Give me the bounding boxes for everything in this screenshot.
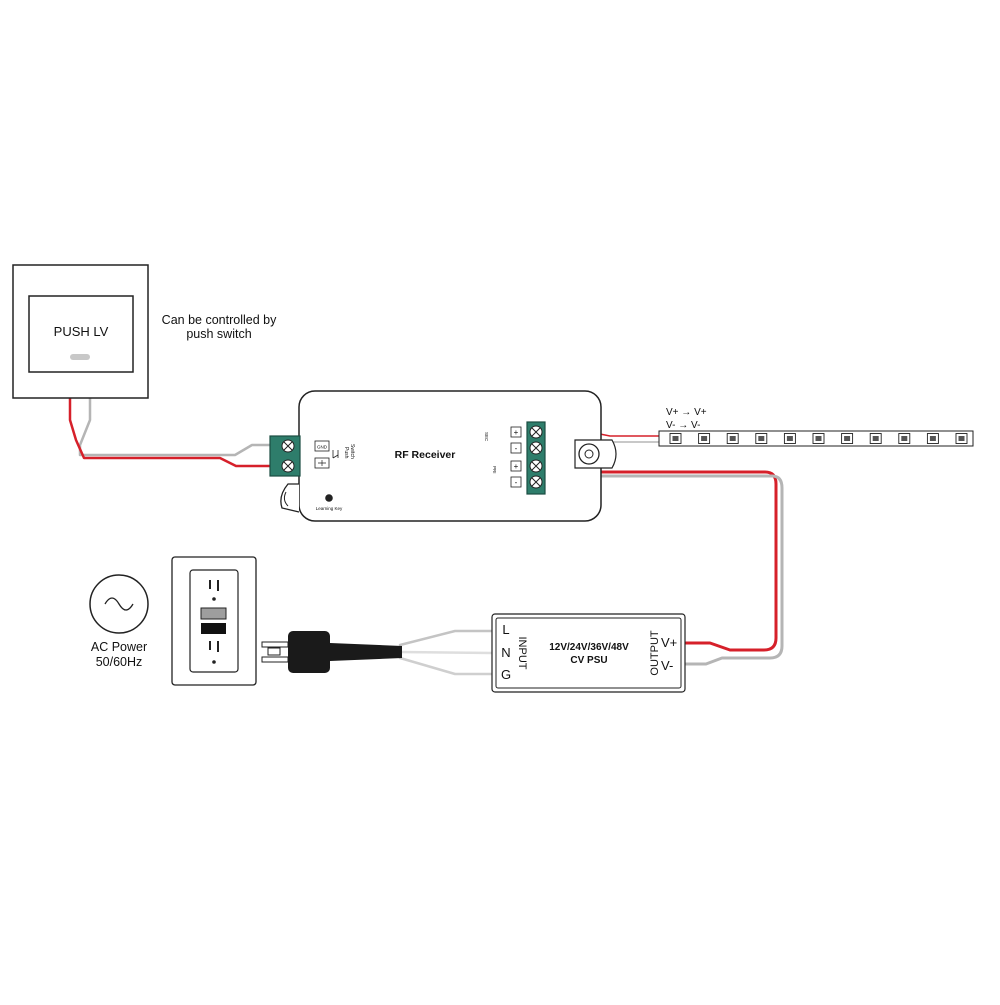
- outlet-frame: [189, 569, 239, 673]
- sec-label: SEC: [484, 432, 489, 442]
- output-polarity-box: [510, 442, 522, 454]
- output-terminal-screws: [529, 425, 543, 489]
- svg-text:-: -: [515, 444, 518, 453]
- svg-text:-: -: [515, 478, 518, 487]
- led-chip-core: [786, 436, 793, 441]
- psu-title-2: CV PSU: [570, 655, 607, 666]
- push-switch-caption-1: Can be controlled by: [162, 313, 277, 327]
- led-chips: [669, 433, 968, 444]
- left-mount-ear: [280, 483, 300, 513]
- led-chip-core: [729, 436, 736, 441]
- svg-text:+: +: [514, 462, 519, 471]
- gray-wire-push-switch: [78, 396, 278, 457]
- switch-symbol: [332, 450, 339, 459]
- gray-wire-psu-vminus: [541, 474, 784, 666]
- push-switch-label: PUSH LV: [54, 324, 109, 339]
- psu-output-label: OUTPUT: [649, 630, 661, 676]
- led-vminus-label: V- → V-: [666, 420, 700, 431]
- psu-n-label: N: [501, 645, 510, 660]
- red-wire-psu-vplus: [541, 464, 778, 652]
- push-switch-mark-2: Switch: [349, 444, 355, 459]
- input-polarity-box: [510, 460, 522, 472]
- plug-cord: [330, 643, 402, 661]
- psu-vplus-label: V+: [661, 635, 677, 650]
- led-chip-core: [844, 436, 851, 441]
- psu-inner: [495, 617, 682, 689]
- output-terminal-block: [526, 421, 546, 495]
- output-polarity-box: [510, 426, 522, 438]
- led-chip-core: [672, 436, 679, 441]
- plug-wire-g: [398, 656, 494, 676]
- svg-text:+: +: [514, 428, 519, 437]
- plug-wire-n: [398, 650, 494, 655]
- plug-body: [288, 631, 330, 673]
- pri-label: PRI: [492, 466, 497, 474]
- led-chip-core: [758, 436, 765, 441]
- wall-outlet: [171, 556, 257, 686]
- red-wire-push-switch: [68, 396, 278, 468]
- wires: [68, 396, 784, 676]
- push-button: [28, 295, 134, 373]
- cv-psu: L N G INPUT 12V/24V/36V/48V CV PSU OUTPU…: [491, 613, 686, 693]
- rf-receiver: GND Push Switch RF Receiver Learning Key…: [269, 390, 617, 522]
- led-chip-core: [958, 436, 965, 441]
- push-switch-panel: PUSH LV: [12, 264, 149, 399]
- indicator-bar: [70, 354, 90, 360]
- led-chip-core: [901, 436, 908, 441]
- plug-prong-bottom: [261, 656, 289, 663]
- receiver-title: RF Receiver: [395, 449, 456, 461]
- psu-input-label: INPUT: [516, 637, 528, 670]
- led-chip-core: [701, 436, 708, 441]
- led-chip-core: [929, 436, 936, 441]
- input-polarity-box: [510, 476, 522, 488]
- reset-button: [201, 623, 226, 634]
- learning-key-label: Learning Key: [316, 506, 343, 511]
- plug-ground-pin: [267, 647, 281, 656]
- gnd-label: GND: [317, 445, 328, 450]
- power-plug: [261, 631, 402, 673]
- push-switch-caption-2: push switch: [186, 327, 251, 341]
- psu-g-label: G: [501, 667, 511, 682]
- led-strip: V+ → V+ V- → V-: [658, 407, 974, 447]
- ac-power-source: AC Power 50/60Hz: [89, 574, 149, 669]
- ac-frequency-label: 50/60Hz: [96, 655, 143, 669]
- sine-wave-icon: [104, 597, 134, 611]
- plug-prong-top: [261, 641, 289, 648]
- learning-key-button[interactable]: [325, 494, 333, 502]
- psu-l-label: L: [502, 622, 509, 637]
- ac-power-label: AC Power: [91, 640, 147, 654]
- psu-title-1: 12V/24V/36V/48V: [549, 642, 629, 653]
- led-chip-core: [815, 436, 822, 441]
- led-chip-core: [872, 436, 879, 441]
- test-button: [200, 607, 227, 620]
- gnd-box: [314, 440, 330, 452]
- push-switch-mark-1: Push: [343, 447, 349, 459]
- psu-vminus-label: V-: [661, 658, 673, 673]
- led-vplus-label: V+ → V+: [666, 407, 707, 418]
- plug-wire-l: [398, 629, 494, 647]
